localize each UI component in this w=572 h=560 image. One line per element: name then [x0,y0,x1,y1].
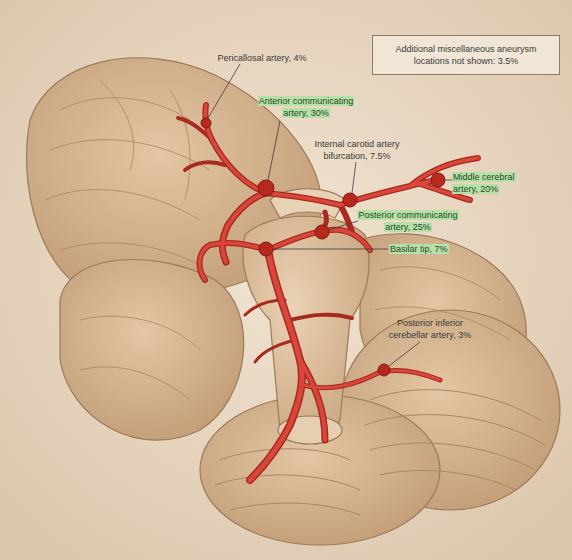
node-text: Posterior communicating artery, 25% [357,210,458,232]
aneurysm-dot [201,118,211,128]
gyrus-line [380,267,500,300]
note-box: Additional miscellaneous aneurysm locati… [372,35,560,75]
pica-fill [302,370,440,387]
leader-line [208,64,240,118]
pons [243,216,369,438]
folia-line [365,415,545,445]
aneurysm-dot [343,193,357,207]
posterior-inferior-cerebellar [302,370,440,387]
aneurysm-dot [431,173,445,187]
folia-line [230,503,360,515]
folia-line [370,390,540,420]
gyrus-line [80,367,190,400]
highlight-label: Middle cerebral artery, 20% [452,171,526,195]
aneurysm-dot [378,364,390,376]
vertebral-artery-fill [300,360,325,440]
gyrus-line [100,80,134,170]
highlight-label: Anterior communicating artery, 30% [252,95,360,119]
pontine-branches [245,300,295,362]
leader-line [352,162,356,193]
artery-fills [200,105,478,480]
node-text: Anterior communicating artery, 30% [258,96,355,118]
highlight-label: Basilar tip, 7% [389,243,459,255]
brainstem [243,189,369,444]
folia-line [220,449,350,460]
node-text: Additional miscellaneous aneurysm locati… [395,44,536,66]
gyrus-line [50,140,210,170]
node-text: Basilar tip, 7% [389,244,449,254]
node-text: Middle cerebral artery, 20% [452,172,516,194]
leader-line [273,249,388,250]
anterior-cerebral-fill [205,105,340,205]
gyrus-line [170,90,190,200]
part-label: Pericallosal artery, 4% [200,52,324,64]
leader-line [389,342,420,366]
aneurysm-dot [259,242,273,256]
aneurysm-dot [315,225,329,239]
basilar-vertebral [250,250,302,480]
folia-line [380,470,515,490]
artery-outlines [178,105,478,480]
gyrus-line [60,243,200,265]
aneurysm-dot [258,180,274,196]
folia-line [215,475,360,490]
gyrus-line [375,307,510,340]
part-label: Posterior inferior cerebellar artery, 3% [378,317,482,341]
leader-line [445,180,452,181]
gyrus-line [80,316,200,350]
gyrus-line [60,98,190,120]
highlight-label: Posterior communicating artery, 25% [352,209,464,233]
basilar-vertebral-fill [250,250,302,480]
cerebellar-folia [215,390,545,515]
posterior-cerebral-fill [200,243,268,280]
part-label: Internal carotid artery bifurcation, 7.5… [300,138,414,162]
gyrus-line [45,190,200,220]
posterior-cerebral-left [200,243,268,280]
leader-line [329,221,358,230]
leader-line [268,121,280,180]
folia-line [370,443,535,470]
arteries [178,105,478,480]
temporal-lobe [60,260,244,441]
anterior-cerebral [205,105,340,205]
internal-carotid-right [340,205,352,232]
pericallosal-branches [178,118,225,170]
brain-lobes [27,58,560,545]
anterior-inferior-cerebellar [290,315,352,320]
